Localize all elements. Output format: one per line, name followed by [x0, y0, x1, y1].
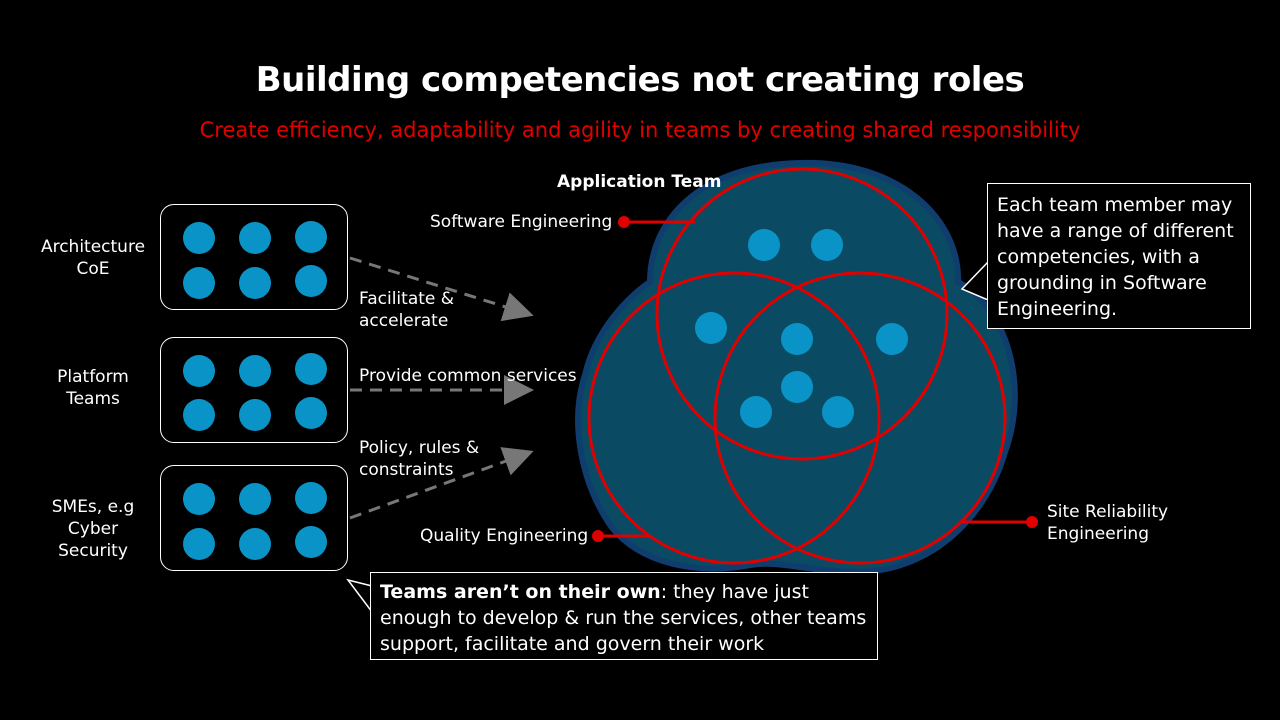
team-box-platform [160, 337, 348, 443]
team-member-dot [822, 396, 854, 428]
connector-dot [592, 530, 604, 542]
callout-team-competencies: Each team member may have a range of dif… [987, 183, 1251, 329]
application-team-blob [575, 159, 1018, 576]
callout-right-text: Each team member may have a range of dif… [997, 194, 1234, 320]
team-member-dot [239, 222, 271, 254]
circle-quality-engineering [587, 271, 881, 565]
group-label-smes: SMEs, e.g Cyber Security [51, 497, 135, 561]
callout-bottom-tail [346, 578, 373, 615]
team-member-dot [183, 483, 215, 515]
callout-bottom-bold: Teams aren’t on their own [380, 581, 661, 603]
connector-dot [618, 216, 630, 228]
team-member-dot [295, 482, 327, 514]
team-member-dot [781, 323, 813, 355]
team-member-dot [239, 267, 271, 299]
team-member-dot [183, 399, 215, 431]
team-box-smes [160, 465, 348, 571]
team-member-dot [295, 397, 327, 429]
team-member-dot [239, 399, 271, 431]
arrow-label-policy: Policy, rules & constraints [359, 438, 480, 480]
team-member-dot [295, 265, 327, 297]
slide-title: Building competencies not creating roles [255, 60, 1025, 100]
arrow-facilitate [349, 256, 534, 322]
circle-site-reliability [713, 271, 1007, 565]
team-member-dot [740, 396, 772, 428]
callout-bottom-text: : they have just enough to develop & run… [380, 581, 867, 655]
group-label-platform: Platform Teams [57, 367, 129, 409]
team-member-dot [183, 528, 215, 560]
label-site-reliability: Site Reliability Engineering [1047, 502, 1169, 544]
label-quality-engineering: Quality Engineering [420, 526, 589, 546]
team-member-dot [876, 323, 908, 355]
connector-dot [1026, 516, 1038, 528]
arrow-label-common-services: Provide common services [359, 366, 577, 386]
team-member-dot [748, 229, 780, 261]
circle-software-engineering [655, 167, 949, 461]
arrow-label-facilitate: Facilitate & accelerate [359, 289, 455, 331]
team-box-architecture [160, 204, 348, 310]
team-member-dot [183, 267, 215, 299]
callout-teams-support: Teams aren’t on their own: they have jus… [370, 572, 878, 660]
team-member-dot [811, 229, 843, 261]
team-member-dot [239, 528, 271, 560]
application-team-heading: Application Team [557, 172, 722, 192]
team-member-dot [239, 355, 271, 387]
team-member-dot [781, 371, 813, 403]
team-member-dot [183, 222, 215, 254]
team-member-dot [695, 312, 727, 344]
team-member-dot [295, 526, 327, 558]
slide-subtitle: Create efficiency, adaptability and agil… [199, 118, 1081, 142]
team-member-dot [295, 353, 327, 385]
arrow-policy [349, 447, 534, 520]
team-member-dot [239, 483, 271, 515]
group-label-architecture: Architecture CoE [40, 237, 146, 279]
team-member-dot [295, 221, 327, 253]
label-software-engineering: Software Engineering [430, 212, 613, 232]
team-member-dot [183, 355, 215, 387]
